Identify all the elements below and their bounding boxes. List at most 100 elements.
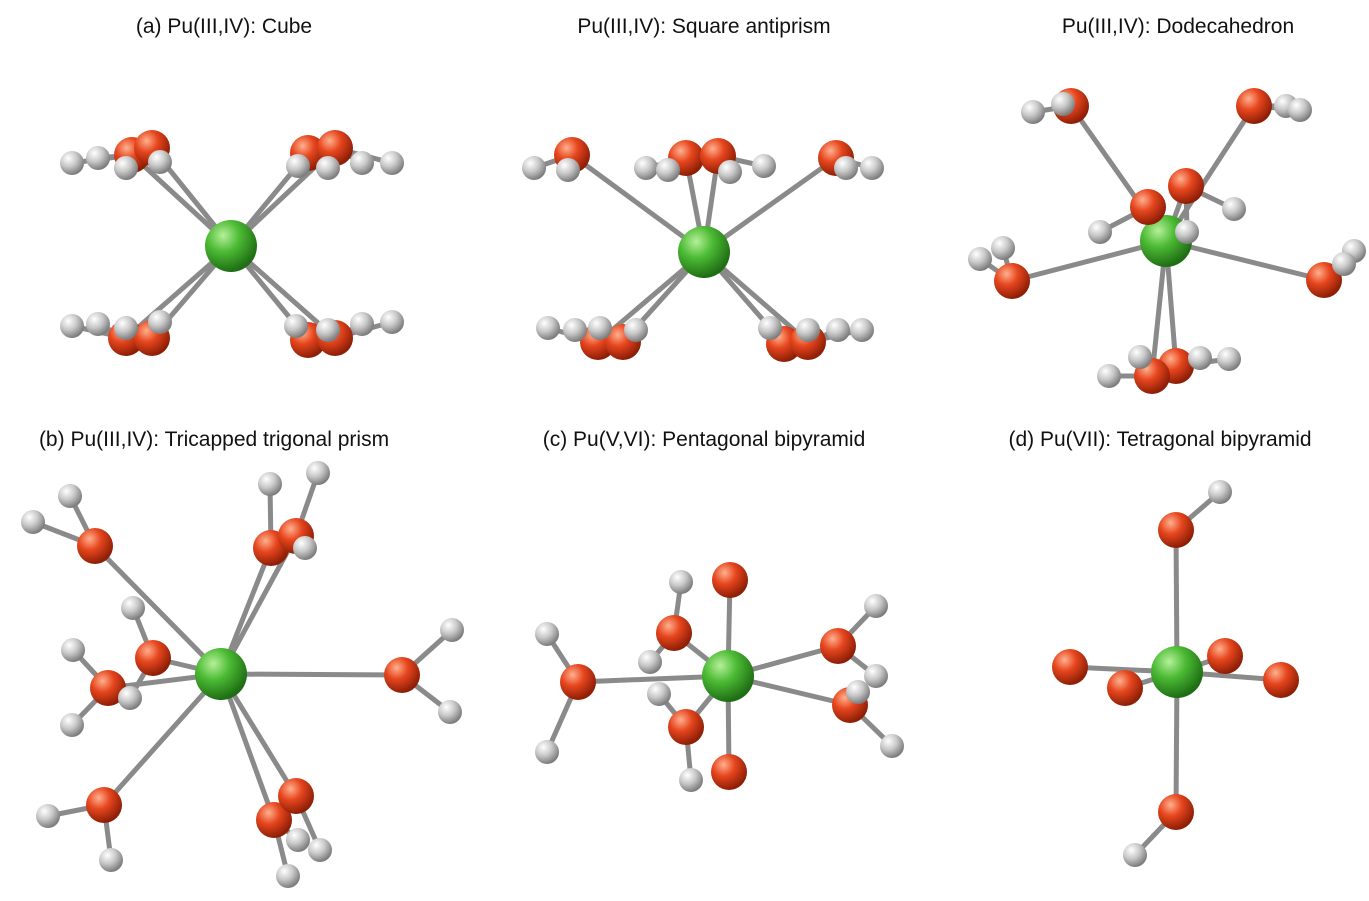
panel-dodecahedron-title: Pu(III,IV): Dodecahedron	[1061, 15, 1295, 38]
oxygen-atom	[668, 709, 704, 745]
oxygen-atom	[1236, 88, 1272, 124]
hydrogen-atom	[846, 680, 870, 704]
hydrogen-atom	[1288, 98, 1312, 122]
hydrogen-atom	[624, 318, 648, 342]
hydrogen-atom	[1088, 220, 1112, 244]
molecule-dodecahedron	[968, 88, 1366, 394]
pu-o-bond	[101, 671, 224, 808]
oxygen-atom	[77, 528, 113, 564]
oxygen-atom	[656, 615, 692, 651]
hydrogen-atom	[114, 316, 138, 340]
hydrogen-atom	[1175, 220, 1199, 244]
oxygen-atom	[1306, 262, 1342, 298]
hydrogen-atom	[826, 318, 850, 342]
hydrogen-atom	[306, 461, 330, 485]
molecule-pentagonal-bipyramid	[535, 562, 904, 792]
hydrogen-atom	[752, 154, 776, 178]
hydrogen-atom	[316, 156, 340, 180]
panel-c-title: (c) Pu(V,VI): Pentagonal bipyramid	[542, 428, 866, 451]
pu-o-bond	[701, 155, 839, 255]
oxygen-atom	[1158, 794, 1194, 830]
hydrogen-atom	[440, 618, 464, 642]
hydrogen-atom	[36, 804, 60, 828]
hydrogen-atom	[864, 664, 888, 688]
pu-o-bond	[1163, 238, 1327, 283]
hydrogen-atom	[86, 146, 110, 170]
hydrogen-atom	[118, 686, 142, 710]
plutonium-atom	[678, 226, 730, 278]
hydrogen-atom	[148, 150, 172, 174]
panel-a-title: (a) Pu(III,IV): Cube	[135, 15, 313, 38]
hydrogen-atom	[860, 156, 884, 180]
hydrogen-atom	[718, 160, 742, 184]
hydrogen-atom	[850, 318, 874, 342]
hydrogen-atom	[1051, 92, 1075, 116]
oxygen-atom	[256, 802, 292, 838]
hydrogen-atom	[308, 838, 332, 862]
oxygen-atom	[1207, 638, 1243, 674]
hydrogen-atom	[121, 596, 145, 620]
hydrogen-atom	[286, 154, 310, 178]
plutonium-atom	[195, 648, 247, 700]
hydrogen-atom	[114, 156, 138, 180]
hydrogen-atom	[350, 312, 374, 336]
hydrogen-atom	[656, 158, 680, 182]
oxygen-atom	[712, 562, 748, 598]
hydrogen-atom	[535, 740, 559, 764]
hydrogen-atom	[438, 700, 462, 724]
oxygen-atom	[1263, 662, 1299, 698]
oxygen-atom	[560, 664, 596, 700]
hydrogen-atom	[679, 768, 703, 792]
pu-o-bond	[1009, 238, 1169, 284]
hydrogen-atom	[796, 318, 820, 342]
hydrogen-atom	[316, 318, 340, 342]
hydrogen-atom	[638, 650, 662, 674]
hydrogen-atom	[380, 151, 404, 175]
oxygen-atom	[1168, 168, 1204, 204]
hydrogen-atom	[563, 318, 587, 342]
hydrogen-atom	[588, 316, 612, 340]
hydrogen-atom	[380, 310, 404, 334]
hydrogen-atom	[61, 638, 85, 662]
panel-d-title: (d) Pu(VII): Tetragonal bipyramid	[1008, 428, 1312, 451]
hydrogen-atom	[1217, 347, 1241, 371]
panel-square-antiprism-title: Pu(III,IV): Square antiprism	[577, 15, 831, 38]
oxygen-atom	[86, 787, 122, 823]
hydrogen-atom	[556, 158, 580, 182]
oxygen-atom	[994, 263, 1030, 299]
hydrogen-atom	[350, 151, 374, 175]
panel-b-title: (b) Pu(III,IV): Tricapped trigonal prism	[38, 428, 390, 451]
hydrogen-atom	[1123, 843, 1147, 867]
oxygen-atom	[1130, 189, 1166, 225]
hydrogen-atom	[258, 472, 282, 496]
hydrogen-atom	[834, 156, 858, 180]
hydrogen-atom	[60, 314, 84, 338]
hydrogen-atom	[864, 594, 888, 618]
hydrogen-atom	[1222, 197, 1246, 221]
hydrogen-atom	[58, 484, 82, 508]
hydrogen-atom	[60, 151, 84, 175]
oxygen-atom	[711, 754, 747, 790]
hydrogen-atom	[1208, 480, 1232, 504]
oxygen-atom	[1052, 649, 1088, 685]
hydrogen-atom	[99, 848, 123, 872]
hydrogen-atom	[293, 536, 317, 560]
oxygen-atom	[384, 657, 420, 693]
pu-o-bond	[1163, 103, 1257, 244]
hydrogen-atom	[634, 156, 658, 180]
pu-o-bond	[218, 671, 405, 678]
hydrogen-atom	[286, 828, 310, 852]
hydrogen-atom	[1021, 100, 1045, 124]
hydrogen-atom	[535, 622, 559, 646]
plutonium-atom	[1151, 646, 1203, 698]
oxygen-atom	[1107, 670, 1143, 706]
plutonium-atom	[702, 650, 754, 702]
hydrogen-atom	[880, 734, 904, 758]
hydrogen-atom	[60, 713, 84, 737]
hydrogen-atom	[647, 682, 671, 706]
oxygen-atom	[278, 778, 314, 814]
molecule-tetragonal-bipyramid	[1052, 480, 1299, 867]
hydrogen-atom	[536, 316, 560, 340]
hydrogen-atom	[1128, 345, 1152, 369]
hydrogen-atom	[1332, 252, 1356, 276]
